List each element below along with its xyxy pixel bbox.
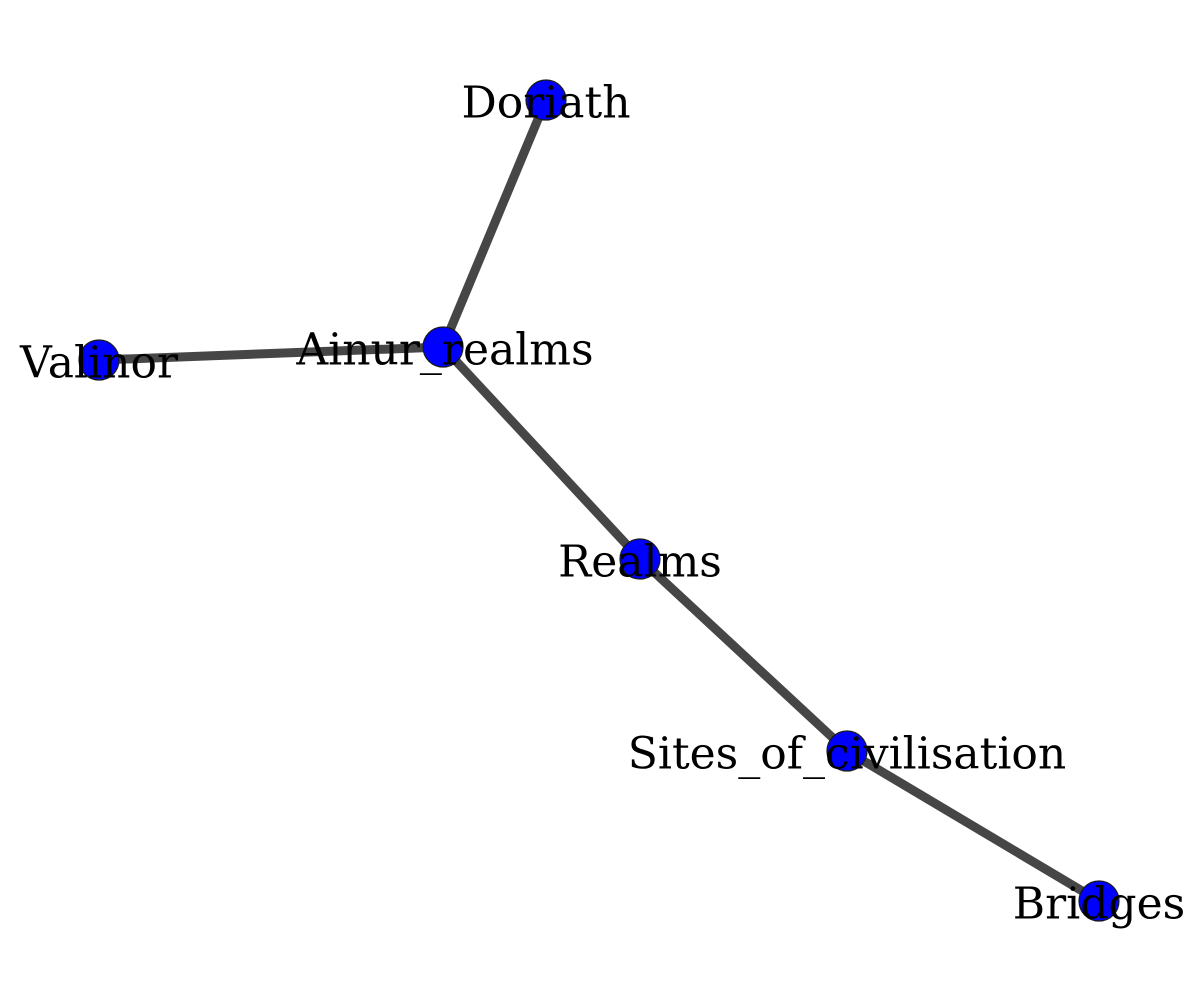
edge-ainur_realms-valinor bbox=[98, 342, 444, 365]
node-ainur-realms[interactable] bbox=[422, 326, 464, 368]
nodes-layer bbox=[78, 79, 1120, 922]
node-label-valinor: Valinor bbox=[19, 338, 179, 389]
edge-ainur_realms-doriath bbox=[438, 98, 551, 349]
node-label-bridges: Bridges bbox=[1013, 879, 1185, 930]
node-doriath[interactable] bbox=[525, 79, 567, 121]
edge-realms-sites_of_civilisation bbox=[636, 555, 851, 755]
node-label-doriath: Doriath bbox=[461, 78, 630, 129]
node-label-realms: Realms bbox=[558, 537, 722, 588]
node-label-sites-of-civilisation: Sites_of_civilisation bbox=[628, 729, 1066, 780]
edge-sites_of_civilisation-bridges bbox=[844, 747, 1102, 905]
node-sites-of-civilisation[interactable] bbox=[826, 730, 868, 772]
node-valinor[interactable] bbox=[78, 339, 120, 381]
edge-ainur_realms-realms bbox=[439, 343, 644, 563]
node-bridges[interactable] bbox=[1078, 880, 1120, 922]
node-label-ainur-realms: Ainur_realms bbox=[295, 325, 593, 376]
edges-layer bbox=[98, 98, 1102, 905]
node-realms[interactable] bbox=[619, 538, 661, 580]
